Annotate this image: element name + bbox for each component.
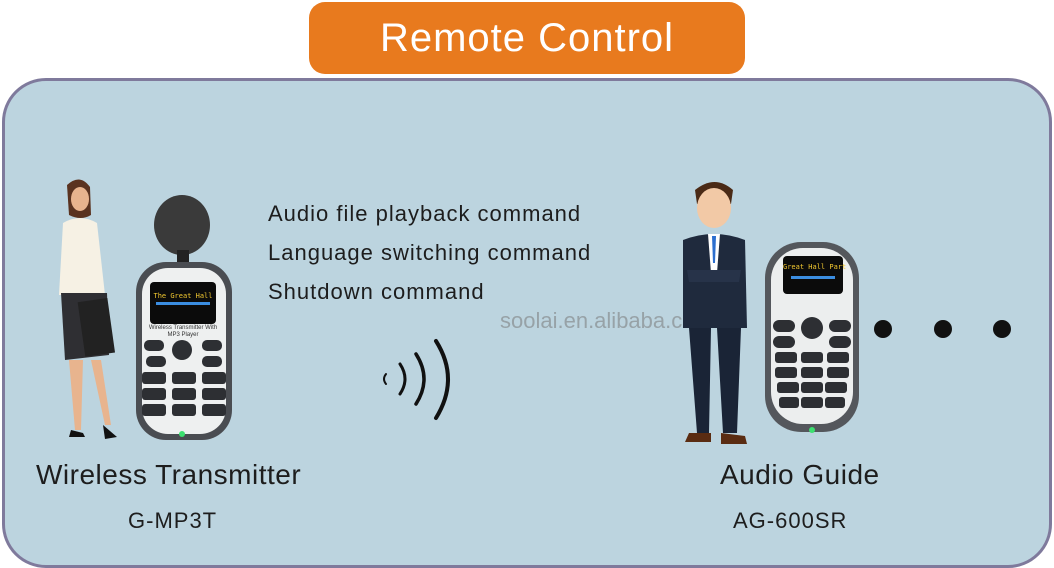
ellipsis-dot xyxy=(874,320,892,338)
audio-guide-model: AG-600SR xyxy=(733,508,848,533)
man-figure-illustration xyxy=(683,182,747,444)
transmitter-model: G-MP3T xyxy=(128,508,218,533)
transmitter-screen-text: The Great Hall xyxy=(153,292,213,300)
command-language-switch: Language switching command xyxy=(268,240,592,265)
audio-guide-device-illustration xyxy=(765,242,859,433)
ellipsis-dot xyxy=(993,320,1011,338)
transmitter-device-illustration xyxy=(136,195,232,440)
transmitter-name: Wireless Transmitter xyxy=(36,459,302,490)
woman-figure-illustration xyxy=(59,179,117,439)
audio-guide-screen-text: Great Hall Part xyxy=(783,263,847,271)
transmitter-device-label: Wireless Transmitter With MP3 Player xyxy=(148,325,218,338)
page-title: Remote Control xyxy=(309,2,745,74)
watermark: soolai.en.alibaba.com xyxy=(500,308,713,333)
command-shutdown: Shutdown command xyxy=(268,279,485,304)
command-audio-playback: Audio file playback command xyxy=(268,201,582,226)
wireless-signal-icon xyxy=(383,339,450,420)
ellipsis-dot xyxy=(934,320,952,338)
audio-guide-name: Audio Guide xyxy=(720,459,880,490)
